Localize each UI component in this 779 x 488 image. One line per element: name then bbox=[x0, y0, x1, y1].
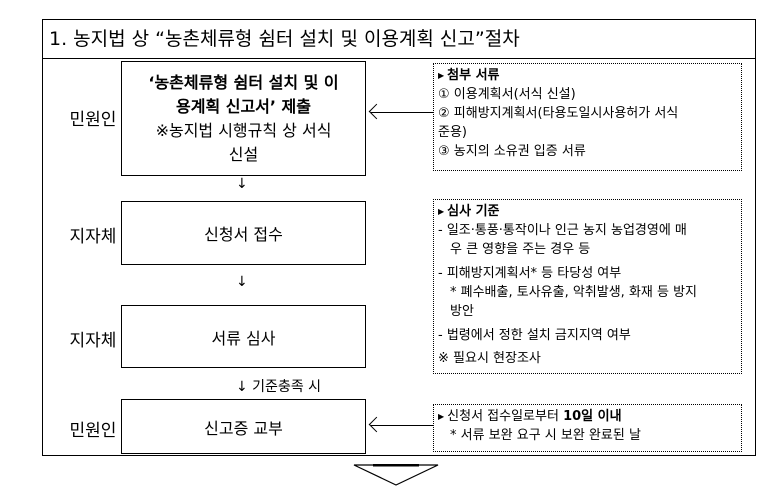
step-submit-line3: ※농지법 시행규칙 상 서식 bbox=[155, 120, 332, 140]
left-arrow-docs-icon bbox=[371, 112, 433, 113]
step-issue-label: 신고증 교부 bbox=[204, 418, 283, 438]
criteria-line-2: 우 큰 영향을 주는 경우 등 bbox=[450, 242, 591, 257]
procedure-title: 1. 농지법 상 “농촌체류형 쉼터 설치 및 이용계획 신고”절차 bbox=[42, 19, 756, 59]
step-submit-line2: 용계획 신고서’ 제출 bbox=[176, 96, 311, 116]
step-review-label: 서류 심사 bbox=[211, 328, 276, 348]
step-submit-line1: ‘농촌체류형 쉼터 설치 및 이 bbox=[148, 72, 339, 92]
step-submit-line4: 신설 bbox=[228, 144, 259, 164]
triangle-bullet-icon: ▶ bbox=[438, 207, 445, 216]
criteria-line-5: 방안 bbox=[450, 304, 474, 319]
triangle-bullet-icon: ▶ bbox=[438, 71, 445, 80]
doc-item-1: ① 이용계획서(서식 신설) bbox=[438, 87, 576, 102]
triangle-bullet-icon: ▶ bbox=[438, 412, 445, 421]
issue-deadline-panel: ▶신청서 접수일로부터 10일 이내 * 서류 보완 요구 시 보완 완료된 날 bbox=[433, 404, 742, 452]
step-receive-label: 신청서 접수 bbox=[204, 225, 283, 244]
issue-line1-pre: 신청서 접수일로부터 bbox=[447, 409, 564, 424]
criteria-line-7: ※ 필요시 현장조사 bbox=[438, 351, 541, 366]
criteria-line-4: * 폐수배출, 토사유출, 악취발생, 화재 등 방지 bbox=[450, 285, 698, 300]
left-arrow-issue-icon bbox=[371, 425, 433, 426]
down-arrow-1: ↓ bbox=[236, 176, 248, 192]
actor-applicant-1: 민원인 bbox=[69, 110, 117, 130]
criteria-line-1: - 일조·통풍·통작이나 인근 농지 농업경영에 매 bbox=[438, 223, 687, 238]
actor-applicant-2: 민원인 bbox=[69, 421, 117, 441]
actor-local-gov-1: 지자체 bbox=[69, 227, 117, 247]
review-criteria-panel: ▶심사 기준 - 일조·통풍·통작이나 인근 농지 농업경영에 매 우 큰 영향… bbox=[433, 199, 742, 374]
issue-line1-bold: 10일 이내 bbox=[563, 409, 622, 424]
procedure-frame bbox=[42, 59, 756, 456]
criteria-line-6: - 법령에서 정한 설치 금지지역 여부 bbox=[438, 328, 631, 343]
attached-documents-panel: ▶첨부 서류 ① 이용계획서(서식 신설) ② 피해방지계획서(타용도일시사용허… bbox=[433, 63, 742, 171]
attached-documents-header: 첨부 서류 bbox=[447, 68, 500, 83]
step-receive-application: 신청서 접수 bbox=[121, 201, 366, 265]
doc-item-2: ② 피해방지계획서(타용도일시사용허가 서식 bbox=[438, 106, 679, 121]
step-document-review: 서류 심사 bbox=[121, 305, 366, 368]
criteria-line-3: - 피해방지계획서* 등 타당성 여부 bbox=[438, 266, 622, 281]
down-arrow-2: ↓ bbox=[236, 274, 248, 290]
step-issue-certificate: 신고증 교부 bbox=[121, 399, 366, 454]
review-criteria-header: 심사 기준 bbox=[447, 204, 500, 219]
doc-item-3: ③ 농지의 소유권 입증 서류 bbox=[438, 144, 586, 159]
down-arrow-3: ↓ 기준충족 시 bbox=[236, 379, 322, 395]
issue-line2: * 서류 보완 요구 시 보완 완료된 날 bbox=[450, 428, 641, 443]
actor-local-gov-2: 지자체 bbox=[69, 331, 117, 351]
doc-item-2-cont: 준용) bbox=[438, 125, 467, 140]
step-submit-application: ‘농촌체류형 쉼터 설치 및 이 용계획 신고서’ 제출 ※농지법 시행규칙 상… bbox=[121, 61, 366, 176]
next-step-down-arrow-icon bbox=[353, 464, 439, 486]
